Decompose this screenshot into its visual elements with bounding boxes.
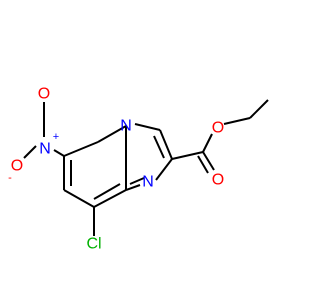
bond: [153, 135, 165, 159]
bond: [97, 125, 127, 143]
molecule-diagram: N N O O N + O O - Cl: [8, 86, 269, 253]
bond: [155, 158, 173, 181]
carbonyl-oxygen-label: O: [212, 172, 224, 189]
bridge-n-label: N: [120, 118, 132, 135]
bond: [93, 183, 121, 200]
bond: [223, 117, 251, 125]
imidazole-n-label: N: [142, 174, 154, 191]
ester-group: [171, 99, 269, 174]
bond: [93, 189, 127, 208]
bond: [197, 155, 209, 174]
bond: [53, 149, 65, 157]
bond: [171, 151, 204, 160]
chlorine-label: Cl: [86, 236, 101, 253]
structure-svg: N N O O N + O O - Cl: [8, 86, 269, 253]
nitro-oxygen-charge: -: [8, 172, 12, 184]
pyridine-ring: [63, 125, 127, 208]
nitro-n-label: N: [39, 141, 51, 158]
imidazole-ring: [125, 123, 173, 191]
ester-oxygen-label: O: [212, 120, 224, 137]
nitro-oxygen-double-label: O: [38, 86, 50, 103]
nitro-oxygen-single-label: O: [11, 158, 23, 175]
bond: [23, 145, 37, 159]
bond: [129, 177, 145, 185]
bond: [159, 129, 173, 160]
bond: [202, 151, 215, 171]
bond: [125, 184, 141, 191]
bond: [63, 141, 99, 157]
bond: [134, 123, 161, 131]
bond: [63, 189, 95, 208]
substituent-bonds: [23, 102, 95, 236]
nitro-n-charge: +: [53, 131, 59, 143]
bond: [249, 99, 269, 119]
bond: [202, 133, 213, 153]
